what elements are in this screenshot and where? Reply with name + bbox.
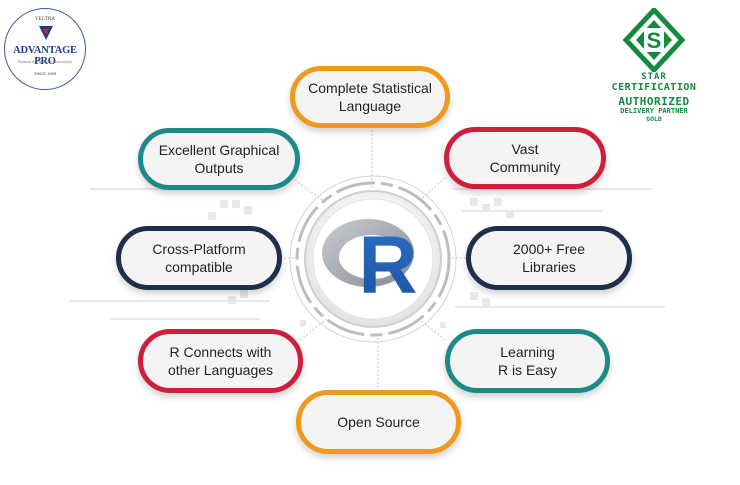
feature-learning-r-is-easy: Learning R is Easy [445, 329, 610, 393]
logo-since: SINCE 1999 [33, 71, 57, 76]
logo-name: ADVANTAGE PRO [13, 45, 77, 67]
advantage-pro-logo: VECTRA ADVANTAGE PRO Rewarding with succ… [4, 8, 86, 90]
feature-label: Excellent Graphical Outputs [158, 142, 280, 176]
feature-open-source: Open Source [296, 390, 461, 454]
feature-label: Vast Community [489, 141, 561, 175]
feature-complete-statistical-language: Complete Statistical Language [290, 66, 450, 128]
cert-line-5: GOLD [646, 115, 662, 123]
logo-emblem-icon [39, 26, 53, 40]
star-certification-s-icon: S [622, 8, 686, 72]
cert-line-2: CERTIFICATION [611, 82, 697, 93]
feature-vast-community: Vast Community [444, 127, 606, 189]
svg-text:S: S [647, 28, 662, 53]
feature-label: R Connects with other Languages [167, 344, 274, 378]
cert-line-3: AUTHORIZED [618, 95, 690, 108]
logo-top-text: VECTRA [35, 17, 55, 22]
star-certification-logo: S STAR CERTIFICATION AUTHORIZED DELIVERY… [606, 8, 702, 128]
feature-label: Open Source [337, 414, 420, 430]
cert-line-1: STAR [641, 72, 667, 82]
feature-label: Cross-Platform compatible [152, 241, 246, 275]
feature-label: Complete Statistical Language [308, 80, 432, 114]
r-language-logo: R [322, 219, 418, 311]
feature-label: 2000+ Free Libraries [513, 241, 585, 275]
feature-label: Learning R is Easy [497, 344, 558, 378]
feature-cross-platform-compatible: Cross-Platform compatible [116, 226, 282, 290]
feature-excellent-graphical-outputs: Excellent Graphical Outputs [138, 128, 300, 190]
feature-r-connects-with-other-languages: R Connects with other Languages [138, 329, 303, 393]
logo-tagline: Rewarding with success [18, 59, 72, 64]
cert-line-4: DELIVERY PARTNER [620, 107, 688, 115]
feature-free-libraries: 2000+ Free Libraries [466, 226, 632, 290]
r-letter: R [358, 220, 417, 311]
